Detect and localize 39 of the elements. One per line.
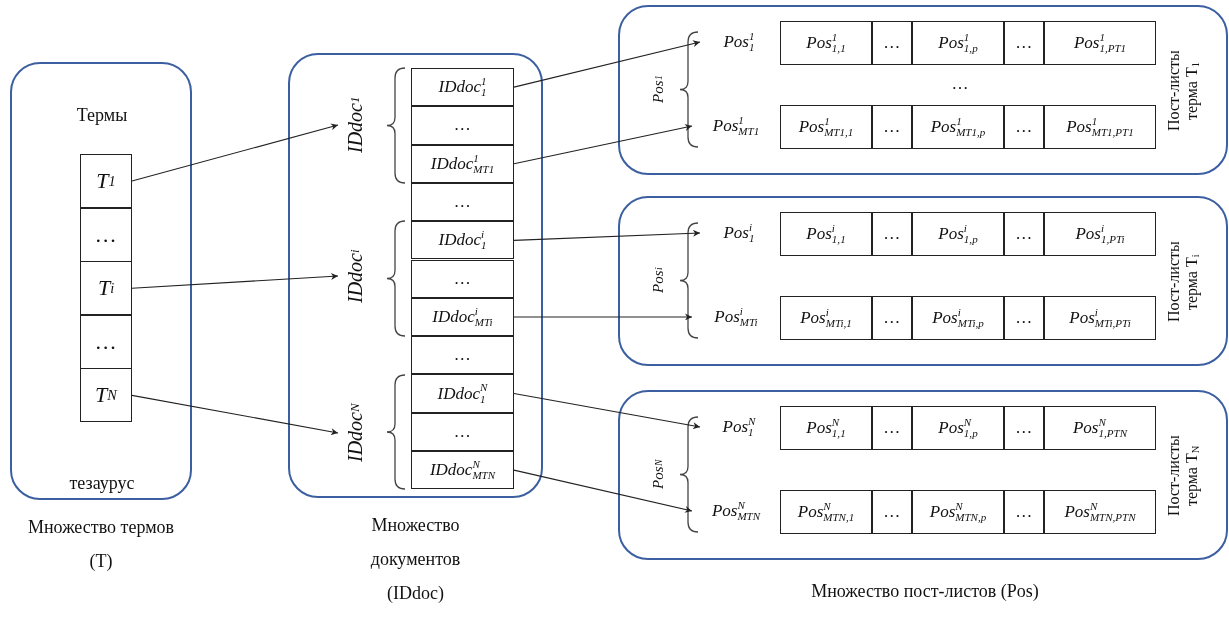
arrow (513, 40, 701, 88)
posting-cell: … (1004, 296, 1044, 340)
posting-cell: … (1004, 212, 1044, 256)
document-cell: … (411, 182, 514, 222)
arrow (513, 469, 693, 513)
arrow (131, 123, 339, 182)
caption: Множество пост-листов (Pos) (810, 580, 1040, 603)
ellipsis-text: … (950, 73, 970, 95)
document-cell: … (411, 106, 514, 145)
posting-cell: … (872, 296, 912, 340)
term-cell: … (80, 207, 132, 262)
document-cell: … (411, 259, 514, 298)
posting-cell: … (1004, 490, 1044, 534)
document-cell: … (411, 412, 514, 451)
rounded-panel (618, 390, 1228, 560)
posting-cell: … (872, 406, 912, 450)
arrow (513, 313, 693, 321)
panel-label: Множество термов (T) (27, 516, 175, 574)
posting-cell: … (1004, 105, 1044, 149)
document-cell: … (411, 336, 514, 375)
posting-cell: … (872, 490, 912, 534)
posting-cell: … (1004, 406, 1044, 450)
arrow (513, 124, 693, 165)
posting-cell: … (872, 105, 912, 149)
posting-cell: … (1004, 21, 1044, 65)
posting-cell: … (872, 212, 912, 256)
panel-footer: тезаурус (52, 466, 152, 496)
rounded-panel (618, 5, 1228, 175)
arrow (513, 393, 701, 430)
arrow (131, 272, 339, 289)
arrow (513, 229, 701, 241)
arrow (131, 394, 339, 436)
term-cell: … (80, 314, 132, 369)
panel-label: Множество документов (IDdoc) (369, 514, 462, 606)
panel-heading: Термы (75, 104, 129, 127)
posting-cell: … (872, 21, 912, 65)
rounded-panel (618, 196, 1228, 366)
rounded-panel (10, 62, 192, 500)
rounded-panel (288, 53, 543, 498)
